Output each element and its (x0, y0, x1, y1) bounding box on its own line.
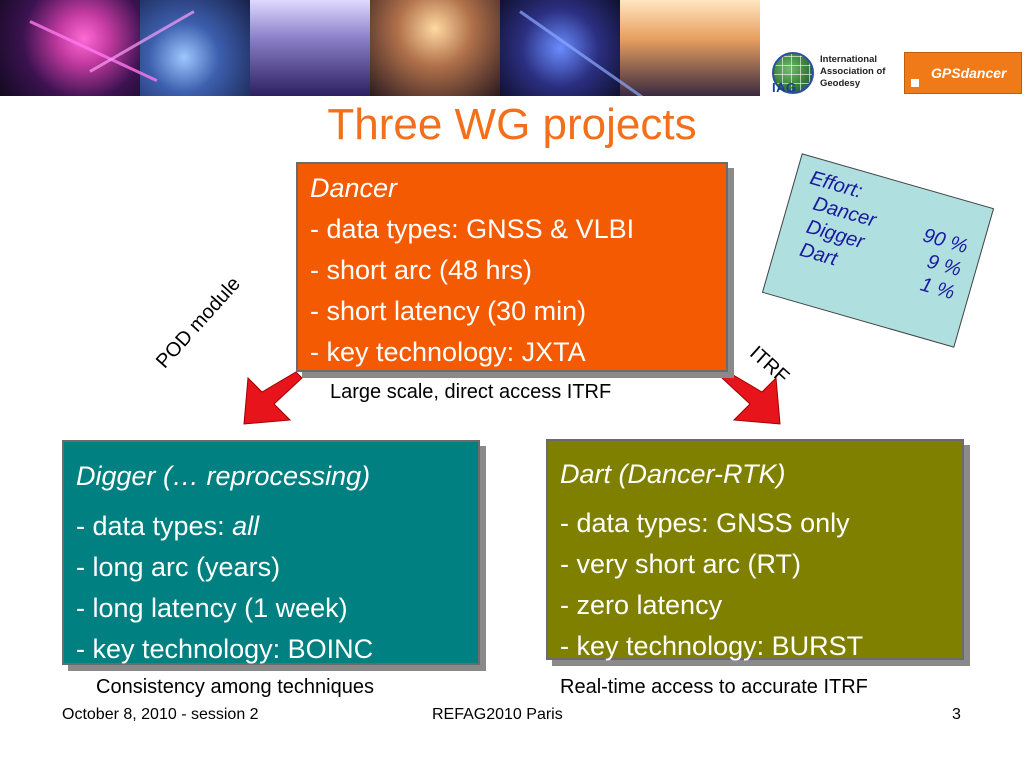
dancer-line: - key technology: JXTA (310, 337, 586, 367)
banner-photo-4 (370, 0, 500, 96)
digger-line: - key technology: BOINC (76, 634, 374, 664)
dart-line: - zero latency (560, 590, 723, 620)
arrow-to-digger (243, 371, 303, 425)
dart-box: Dart (Dancer-RTK) - data types: GNSS onl… (546, 439, 964, 661)
header-banner: IAG International Association of Geodesy… (0, 0, 1024, 96)
banner-photo-6 (620, 0, 760, 96)
consistency-label: Consistency among techniques (96, 676, 374, 698)
gpsdancer-logo: GPSdancer (904, 52, 1022, 94)
dancer-line: - short arc (48 hrs) (310, 255, 533, 285)
iag-abbrev: IAG (772, 80, 797, 95)
banner-photo-2 (140, 0, 250, 96)
dart-heading: Dart (Dancer-RTK) (560, 459, 786, 489)
footer-page-number: 3 (952, 706, 961, 723)
banner-photo-5 (500, 0, 620, 96)
arrow-to-dart (721, 371, 781, 425)
dancer-line: - data types: GNSS & VLBI (310, 214, 635, 244)
dart-line: - data types: GNSS only (560, 508, 850, 538)
dart-line: - key technology: BURST (560, 631, 864, 661)
digger-box: Digger (… reprocessing) - data types: al… (62, 440, 480, 665)
iag-globe-icon (772, 52, 814, 94)
logo-strip: IAG International Association of Geodesy… (768, 50, 1024, 96)
large-scale-label: Large scale, direct access ITRF (330, 381, 612, 403)
dancer-heading: Dancer (310, 173, 398, 203)
gpsdancer-dot-icon (911, 79, 919, 87)
digger-line: - data types: all (76, 511, 260, 541)
digger-heading: Digger (… reprocessing) (76, 461, 371, 491)
banner-photo-1 (0, 0, 140, 96)
iag-name: International Association of Geodesy (820, 54, 886, 89)
dancer-box: Dancer - data types: GNSS & VLBI - short… (296, 162, 728, 372)
dancer-line: - short latency (30 min) (310, 296, 587, 326)
banner-photo-3 (250, 0, 370, 96)
footer-event: REFAG2010 Paris (432, 706, 563, 723)
slide-title: Three WG projects (327, 100, 697, 149)
footer-date: October 8, 2010 - session 2 (62, 706, 259, 723)
realtime-label: Real-time access to accurate ITRF (560, 676, 868, 698)
digger-line: - long arc (years) (76, 552, 281, 582)
digger-line: - long latency (1 week) (76, 593, 348, 623)
dart-line: - very short arc (RT) (560, 549, 802, 579)
